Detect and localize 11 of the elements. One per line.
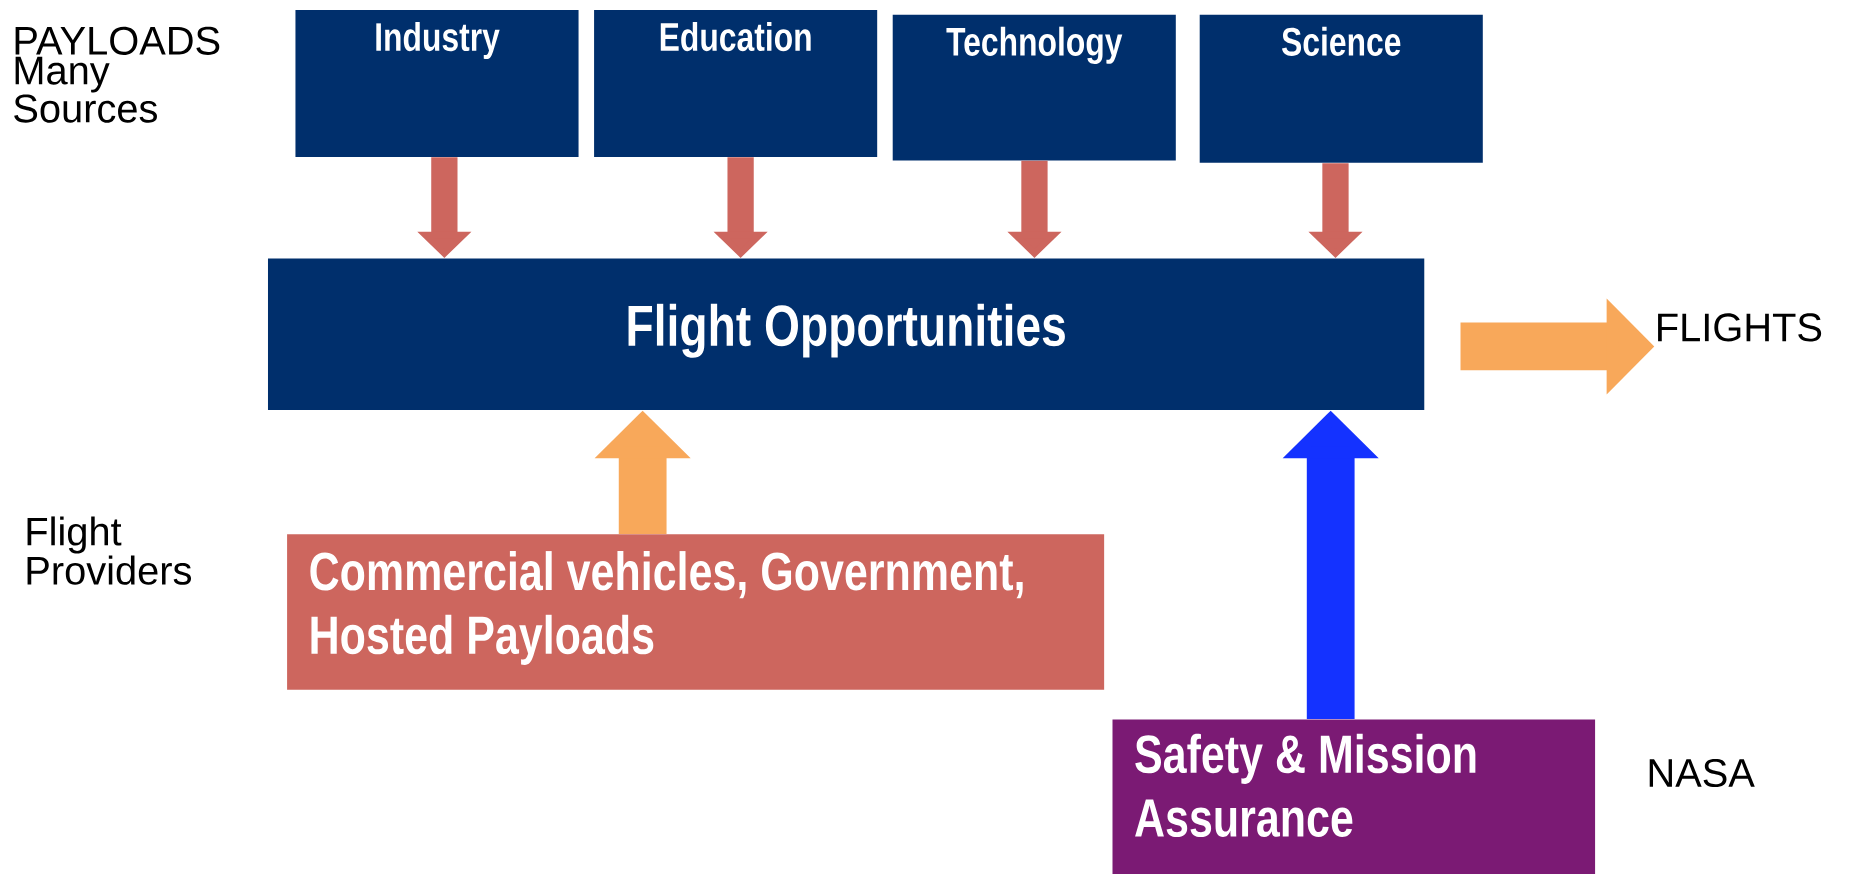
process-box: Education [594,9,878,157]
process-box: Commercial vehicles, Government, Hosted Payloads [287,534,1105,690]
side-label: PAYLOADS Many Sources [14,26,220,123]
process-box: Flight Opportunities [268,258,1425,410]
node-text: FLIGHTS [1658,313,1822,342]
side-label: NASA [1649,758,1755,787]
side-label: Flight Providers [27,516,191,585]
process-box: Safety & Mission Assurance [1112,719,1596,874]
process-box: Industry [295,9,579,157]
process-box: Science [1199,14,1483,163]
process-box: Technology [892,14,1176,161]
